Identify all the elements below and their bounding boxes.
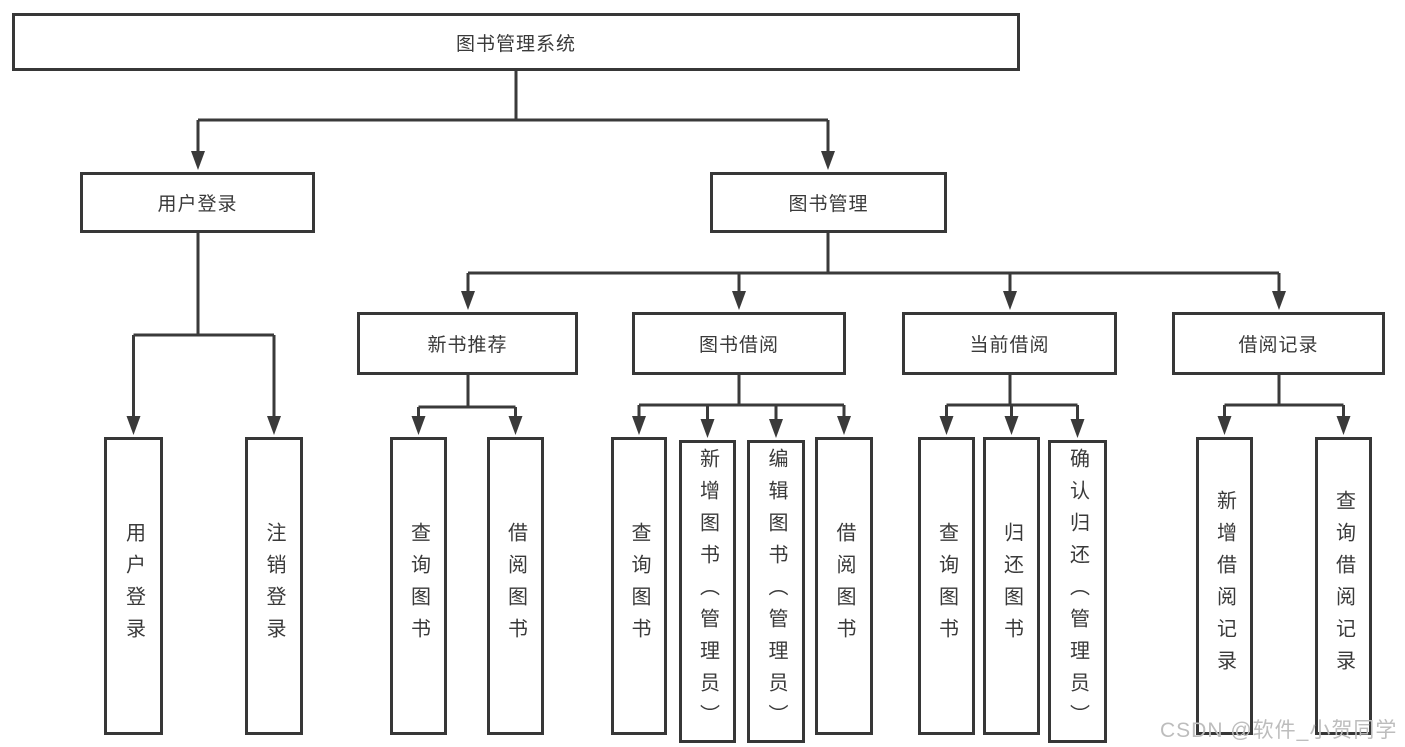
node-user-login-label: 用户登录 bbox=[157, 194, 238, 215]
leaf-add-books-admin: 新增图书（管理员） bbox=[679, 440, 736, 743]
leaf-add-books-admin-label: 新增图书（管理员） bbox=[696, 447, 719, 736]
leaf-edit-books-admin-label: 编辑图书（管理员） bbox=[765, 447, 787, 736]
leaf-query-books-recommend: 查询图书 bbox=[390, 437, 447, 735]
leaf-query-books-current: 查询图书 bbox=[918, 437, 975, 735]
leaf-query-books-borrowing: 查询图书 bbox=[611, 437, 667, 735]
node-current-borrowing-label: 当前借阅 bbox=[969, 335, 1050, 356]
node-borrowing-records-label: 借阅记录 bbox=[1238, 335, 1319, 356]
csdn-watermark: CSDN @软件_小贺同学 bbox=[1160, 719, 1398, 742]
node-current-borrowing: 当前借阅 bbox=[902, 312, 1117, 375]
node-book-borrowing: 图书借阅 bbox=[632, 312, 846, 375]
leaf-user-login: 用户登录 bbox=[104, 437, 163, 735]
leaf-user-login-label: 用户登录 bbox=[122, 522, 145, 650]
leaf-borrow-books: 借阅图书 bbox=[815, 437, 873, 735]
leaf-query-books-borrowing-label: 查询图书 bbox=[628, 522, 650, 650]
leaf-logout-label: 注销登录 bbox=[263, 522, 285, 650]
node-book-management-label: 图书管理 bbox=[788, 194, 869, 215]
leaf-confirm-return-admin-label: 确认归还（管理员） bbox=[1066, 447, 1089, 736]
leaf-query-books-recommend-label: 查询图书 bbox=[407, 522, 430, 650]
node-book-management: 图书管理 bbox=[710, 172, 947, 233]
node-root-system: 图书管理系统 bbox=[12, 13, 1020, 71]
leaf-query-borrow-record: 查询借阅记录 bbox=[1315, 437, 1372, 735]
leaf-add-borrow-record: 新增借阅记录 bbox=[1196, 437, 1253, 735]
leaf-borrow-books-recommend-label: 借阅图书 bbox=[504, 522, 527, 650]
leaf-borrow-books-label: 借阅图书 bbox=[833, 522, 855, 650]
leaf-confirm-return-admin: 确认归还（管理员） bbox=[1048, 440, 1107, 743]
leaf-query-books-current-label: 查询图书 bbox=[935, 522, 958, 650]
node-new-book-recommend: 新书推荐 bbox=[357, 312, 578, 375]
leaf-edit-books-admin: 编辑图书（管理员） bbox=[747, 440, 805, 743]
node-book-borrowing-label: 图书借阅 bbox=[698, 335, 779, 356]
node-user-login: 用户登录 bbox=[80, 172, 315, 233]
node-root-label: 图书管理系统 bbox=[455, 33, 576, 55]
leaf-logout: 注销登录 bbox=[245, 437, 303, 735]
leaf-query-borrow-record-label: 查询借阅记录 bbox=[1332, 490, 1355, 682]
leaf-return-books: 归还图书 bbox=[983, 437, 1040, 735]
leaf-return-books-label: 归还图书 bbox=[1000, 522, 1023, 650]
leaf-add-borrow-record-label: 新增借阅记录 bbox=[1213, 490, 1236, 682]
leaf-borrow-books-recommend: 借阅图书 bbox=[487, 437, 544, 735]
node-borrowing-records: 借阅记录 bbox=[1172, 312, 1385, 375]
node-new-book-recommend-label: 新书推荐 bbox=[427, 335, 508, 356]
